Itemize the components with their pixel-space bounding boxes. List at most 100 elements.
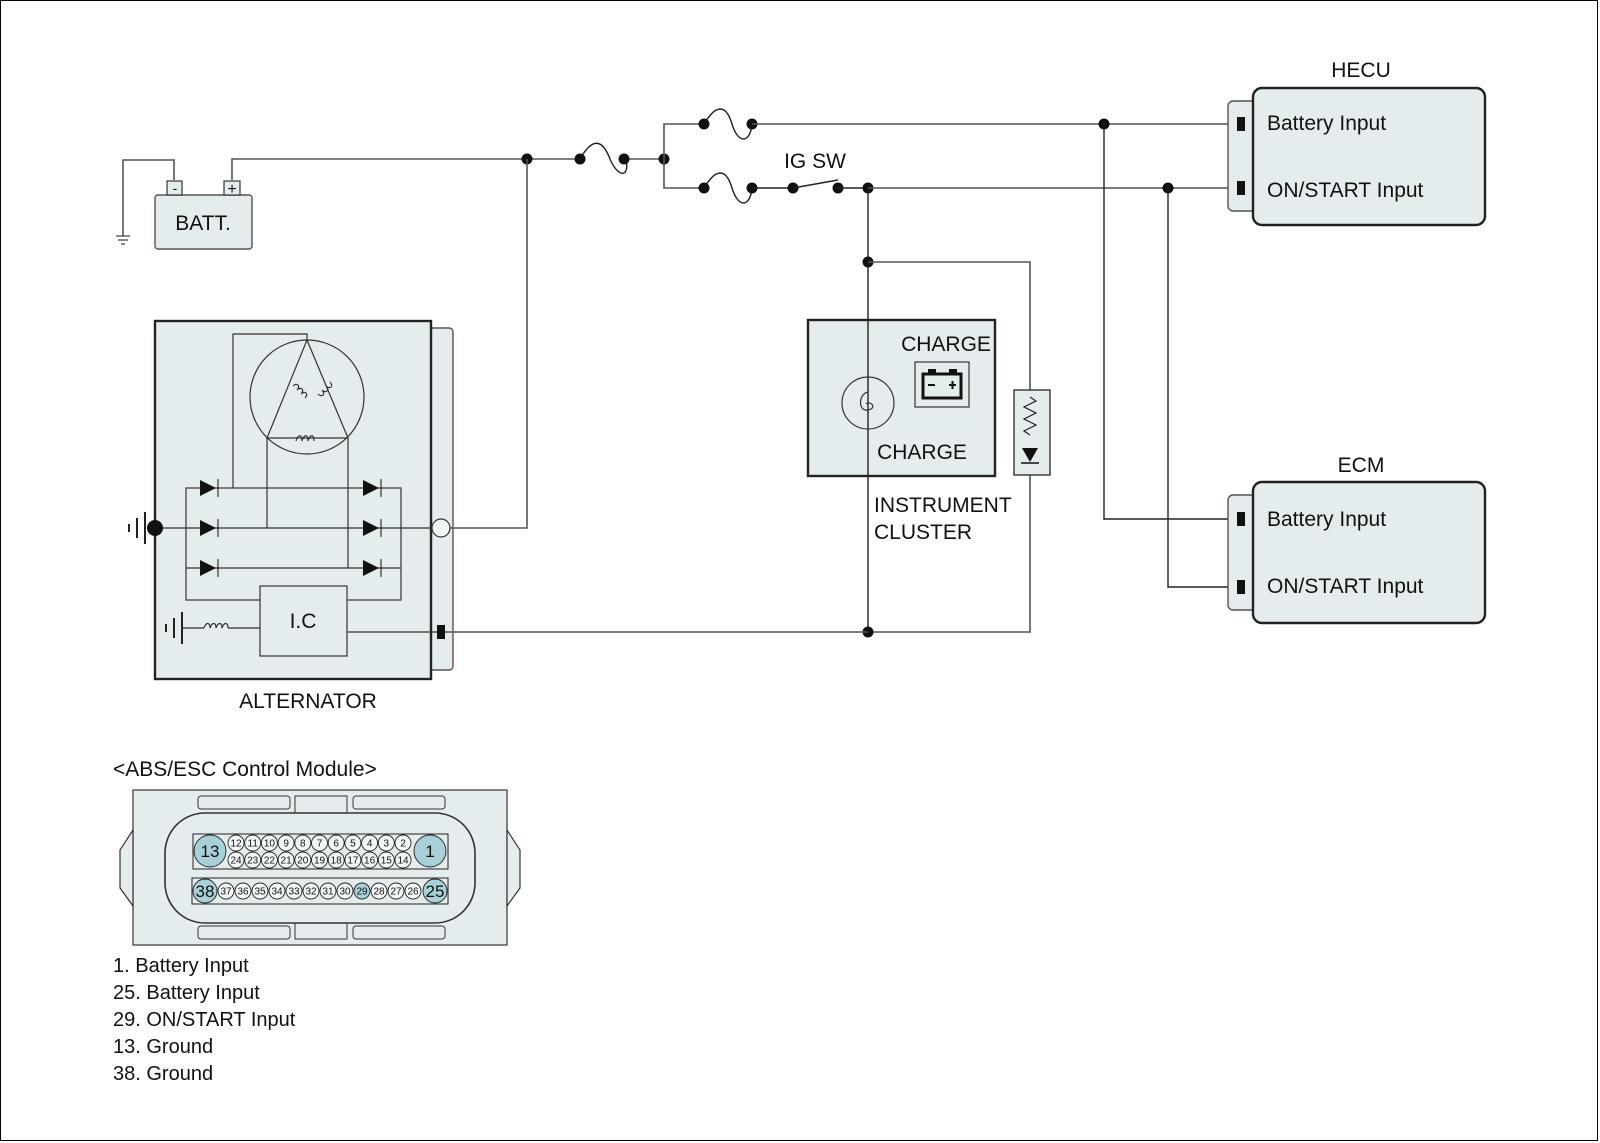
svg-text:34: 34 bbox=[271, 887, 283, 898]
connector-pin: 10 bbox=[260, 834, 278, 852]
battery: - + BATT. bbox=[116, 158, 527, 250]
connector-pin: 2 bbox=[394, 834, 412, 852]
ic-label: I.C bbox=[290, 610, 317, 633]
connector-pin: 32 bbox=[302, 882, 320, 900]
charge-lamp-icon bbox=[841, 376, 895, 430]
pin-legend: 1. Battery Input 25. Battery Input 29. O… bbox=[113, 953, 295, 1088]
svg-text:33: 33 bbox=[288, 887, 300, 898]
svg-text:10: 10 bbox=[264, 839, 276, 850]
hecu-title: HECU bbox=[1331, 59, 1391, 82]
connector-pin: 6 bbox=[327, 834, 345, 852]
svg-text:36: 36 bbox=[237, 887, 249, 898]
hecu-pin-on-start bbox=[1237, 181, 1245, 195]
connector-pin: 16 bbox=[361, 851, 379, 869]
ecm-title: ECM bbox=[1338, 454, 1385, 477]
pin-legend-item: 1. Battery Input bbox=[113, 955, 249, 977]
connector-pin: 17 bbox=[344, 851, 362, 869]
battery-pos-symbol: + bbox=[227, 181, 236, 198]
connector-pin: 38 bbox=[192, 878, 218, 904]
pin-row-2: 37 36 35 34 33 32 31 30 29 28 27 26 38 25 bbox=[191, 877, 449, 905]
svg-text:14: 14 bbox=[397, 856, 409, 867]
hecu-on-start-input-label: ON/START Input bbox=[1267, 179, 1424, 202]
connector-pin: 22 bbox=[260, 851, 278, 869]
svg-text:8: 8 bbox=[300, 839, 306, 850]
charge-lamp-label: CHARGE bbox=[877, 441, 967, 464]
connector-pin: 26 bbox=[404, 882, 422, 900]
svg-text:18: 18 bbox=[331, 856, 343, 867]
connector-pin: 23 bbox=[244, 851, 262, 869]
svg-text:9: 9 bbox=[283, 839, 289, 850]
rectifier-diodes bbox=[200, 479, 382, 577]
svg-text:27: 27 bbox=[390, 887, 402, 898]
battery-neg-terminal bbox=[166, 180, 183, 196]
connector-pin: 24 bbox=[227, 851, 245, 869]
connector-pin: 28 bbox=[370, 882, 388, 900]
battery-ground-wire bbox=[122, 159, 175, 236]
alternator-ground-icon bbox=[128, 512, 146, 544]
ign-fuse-icon bbox=[703, 172, 753, 204]
connector-pin: 34 bbox=[268, 882, 286, 900]
ig-switch-label: IG SW bbox=[784, 150, 846, 173]
svg-text:35: 35 bbox=[254, 887, 266, 898]
cluster-label-line2: CLUSTER bbox=[874, 521, 972, 544]
instrument-cluster: CHARGE CHARGE INSTRUMENT CLUSTER bbox=[806, 188, 1051, 638]
connector-pin: 35 bbox=[251, 882, 269, 900]
svg-text:28: 28 bbox=[373, 887, 385, 898]
svg-text:2: 2 bbox=[400, 839, 406, 850]
svg-text:3: 3 bbox=[384, 839, 390, 850]
svg-text:6: 6 bbox=[333, 839, 339, 850]
battery-warning-icon bbox=[914, 361, 970, 408]
connector-pin: 27 bbox=[387, 882, 405, 900]
connector-pin: 29 bbox=[353, 882, 371, 900]
battery-label: BATT. bbox=[175, 212, 231, 235]
pin-legend-item: 29. ON/START Input bbox=[113, 1009, 296, 1031]
svg-text:30: 30 bbox=[339, 887, 351, 898]
alternator-label: ALTERNATOR bbox=[239, 690, 377, 713]
ecm-on-start-input-label: ON/START Input bbox=[1267, 575, 1424, 598]
battery-body bbox=[154, 194, 253, 250]
svg-text:19: 19 bbox=[314, 856, 326, 867]
connector-pin: 12 bbox=[227, 834, 245, 852]
resistor-diode-block bbox=[1013, 389, 1051, 476]
svg-text:12: 12 bbox=[230, 839, 242, 850]
connector-pin: 1 bbox=[413, 834, 447, 868]
main-fuse-icon bbox=[579, 142, 628, 174]
svg-text:7: 7 bbox=[317, 839, 323, 850]
svg-text:37: 37 bbox=[220, 887, 232, 898]
alternator: I.C ALTERNATOR bbox=[128, 159, 868, 713]
hecu-body bbox=[1251, 86, 1487, 227]
battery-fuse-icon bbox=[703, 108, 753, 140]
main-feed: IG SW bbox=[521, 108, 1238, 204]
ecm-module: ECM Battery Input ON/START Input bbox=[1227, 454, 1487, 625]
connector-pin: 37 bbox=[217, 882, 235, 900]
connector-pin: 13 bbox=[193, 834, 227, 868]
svg-text:26: 26 bbox=[407, 887, 419, 898]
svg-text:1: 1 bbox=[425, 842, 434, 861]
svg-text:32: 32 bbox=[305, 887, 317, 898]
svg-text:4: 4 bbox=[367, 839, 373, 850]
connector-pin: 36 bbox=[234, 882, 252, 900]
connector-pin: 31 bbox=[319, 882, 337, 900]
ground-icon bbox=[116, 235, 130, 245]
pin-legend-item: 13. Ground bbox=[113, 1036, 214, 1058]
svg-text:15: 15 bbox=[381, 856, 393, 867]
b-terminal bbox=[431, 518, 451, 538]
cluster-label-line1: INSTRUMENT bbox=[874, 494, 1012, 517]
diode-icon bbox=[1022, 448, 1038, 462]
resistor-icon bbox=[1022, 396, 1038, 436]
svg-text:21: 21 bbox=[281, 856, 293, 867]
lamp-filament bbox=[859, 391, 874, 411]
svg-text:25: 25 bbox=[426, 882, 445, 901]
ecm-pin-on-start bbox=[1237, 580, 1245, 594]
ecm-battery-input-label: Battery Input bbox=[1267, 508, 1386, 531]
connector-pin: 30 bbox=[336, 882, 354, 900]
hecu-module: HECU Battery Input ON/START Input bbox=[1227, 59, 1487, 227]
connector-title: <ABS/ESC Control Module> bbox=[113, 758, 377, 781]
field-coil-icon bbox=[203, 622, 229, 629]
hecu-battery-input-label: Battery Input bbox=[1267, 112, 1386, 135]
battery-neg-symbol: - bbox=[173, 180, 178, 196]
svg-text:31: 31 bbox=[322, 887, 334, 898]
svg-text:29: 29 bbox=[356, 887, 368, 898]
